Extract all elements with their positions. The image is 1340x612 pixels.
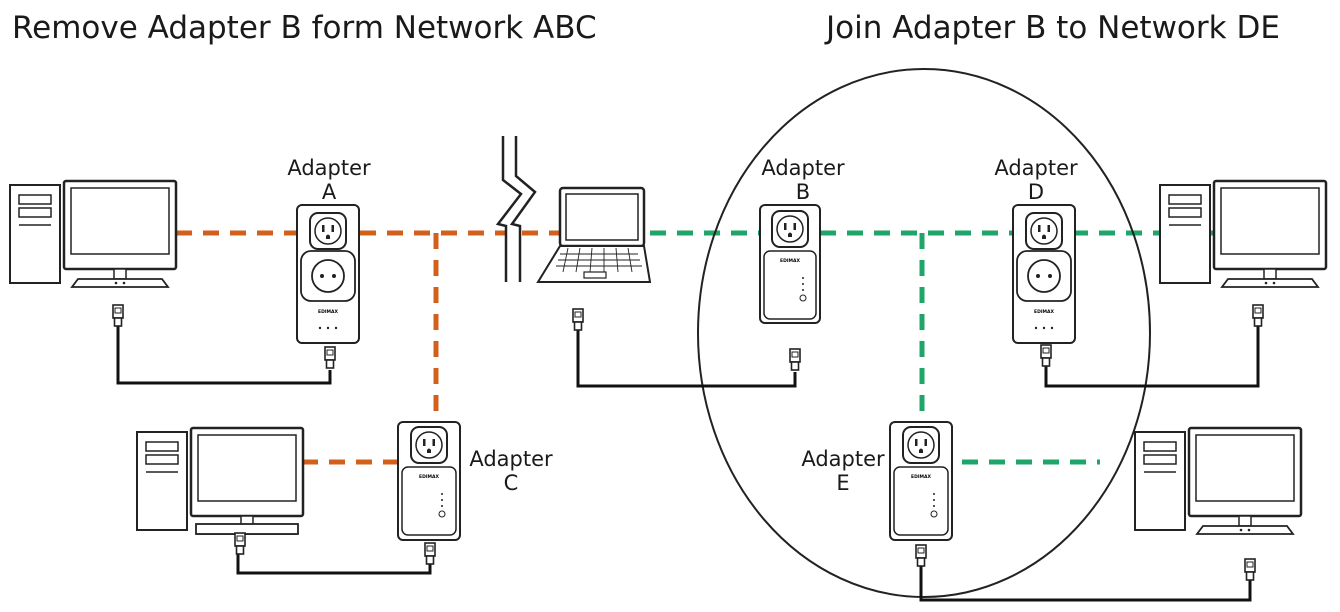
adapter-c-word: Adapter — [469, 447, 553, 471]
adapter-d-letter: D — [1027, 180, 1045, 204]
adapter-c-brand: EDIMAX — [419, 474, 439, 480]
adapter-d-label: Adapter D — [990, 156, 1082, 204]
cable-pc1-adapter-a — [116, 318, 332, 385]
adapter-d-word: Adapter — [994, 156, 1078, 180]
title-remove-adapter-b: Remove Adapter B form Network ABC — [12, 10, 597, 46]
keyboard — [195, 523, 299, 535]
adapter-e-word: Adapter — [801, 447, 885, 471]
desktop-computer-4 — [1134, 426, 1303, 581]
cable-adapter-e-pc — [919, 565, 1252, 602]
adapter-b-label: Adapter B — [757, 156, 849, 204]
adapter-e-label: Adapter E — [797, 447, 889, 495]
desktop-computer-3 — [1159, 179, 1328, 327]
adapter-d-brand: EDIMAX — [1034, 309, 1054, 315]
title-join-adapter-b: Join Adapter B to Network DE — [826, 10, 1280, 46]
adapter-c-label: Adapter C — [465, 447, 557, 495]
adapter-b-brand: EDIMAX — [780, 258, 800, 264]
laptop — [536, 186, 652, 331]
adapter-b-letter: B — [795, 180, 811, 204]
adapter-e-device: EDIMAX — [889, 421, 953, 567]
adapter-a-label: Adapter A — [283, 156, 375, 204]
adapter-d-device: EDIMAX — [1012, 204, 1076, 367]
adapter-c-letter: C — [503, 471, 519, 495]
desktop-computer-2 — [136, 426, 305, 555]
adapter-e-brand: EDIMAX — [911, 474, 931, 480]
adapter-a-word: Adapter — [287, 156, 371, 180]
adapter-e-letter: E — [836, 471, 850, 495]
adapter-a-brand: EDIMAX — [318, 309, 338, 315]
adapter-a-letter: A — [321, 180, 337, 204]
network-de-boundary — [697, 68, 1151, 598]
network-abc-links — [176, 230, 560, 465]
break-symbol — [495, 136, 537, 282]
adapter-b-device: EDIMAX — [759, 204, 821, 371]
cable-laptop-adapter-b — [576, 322, 797, 388]
adapter-a-device: EDIMAX — [296, 204, 360, 369]
ethernet-cables — [116, 318, 1260, 602]
adapter-b-word: Adapter — [761, 156, 845, 180]
cable-pc2-adapter-c — [236, 540, 432, 575]
adapter-c-device: EDIMAX — [397, 421, 461, 565]
cable-adapter-d-pc — [1044, 318, 1260, 388]
desktop-computer-1 — [9, 179, 178, 327]
